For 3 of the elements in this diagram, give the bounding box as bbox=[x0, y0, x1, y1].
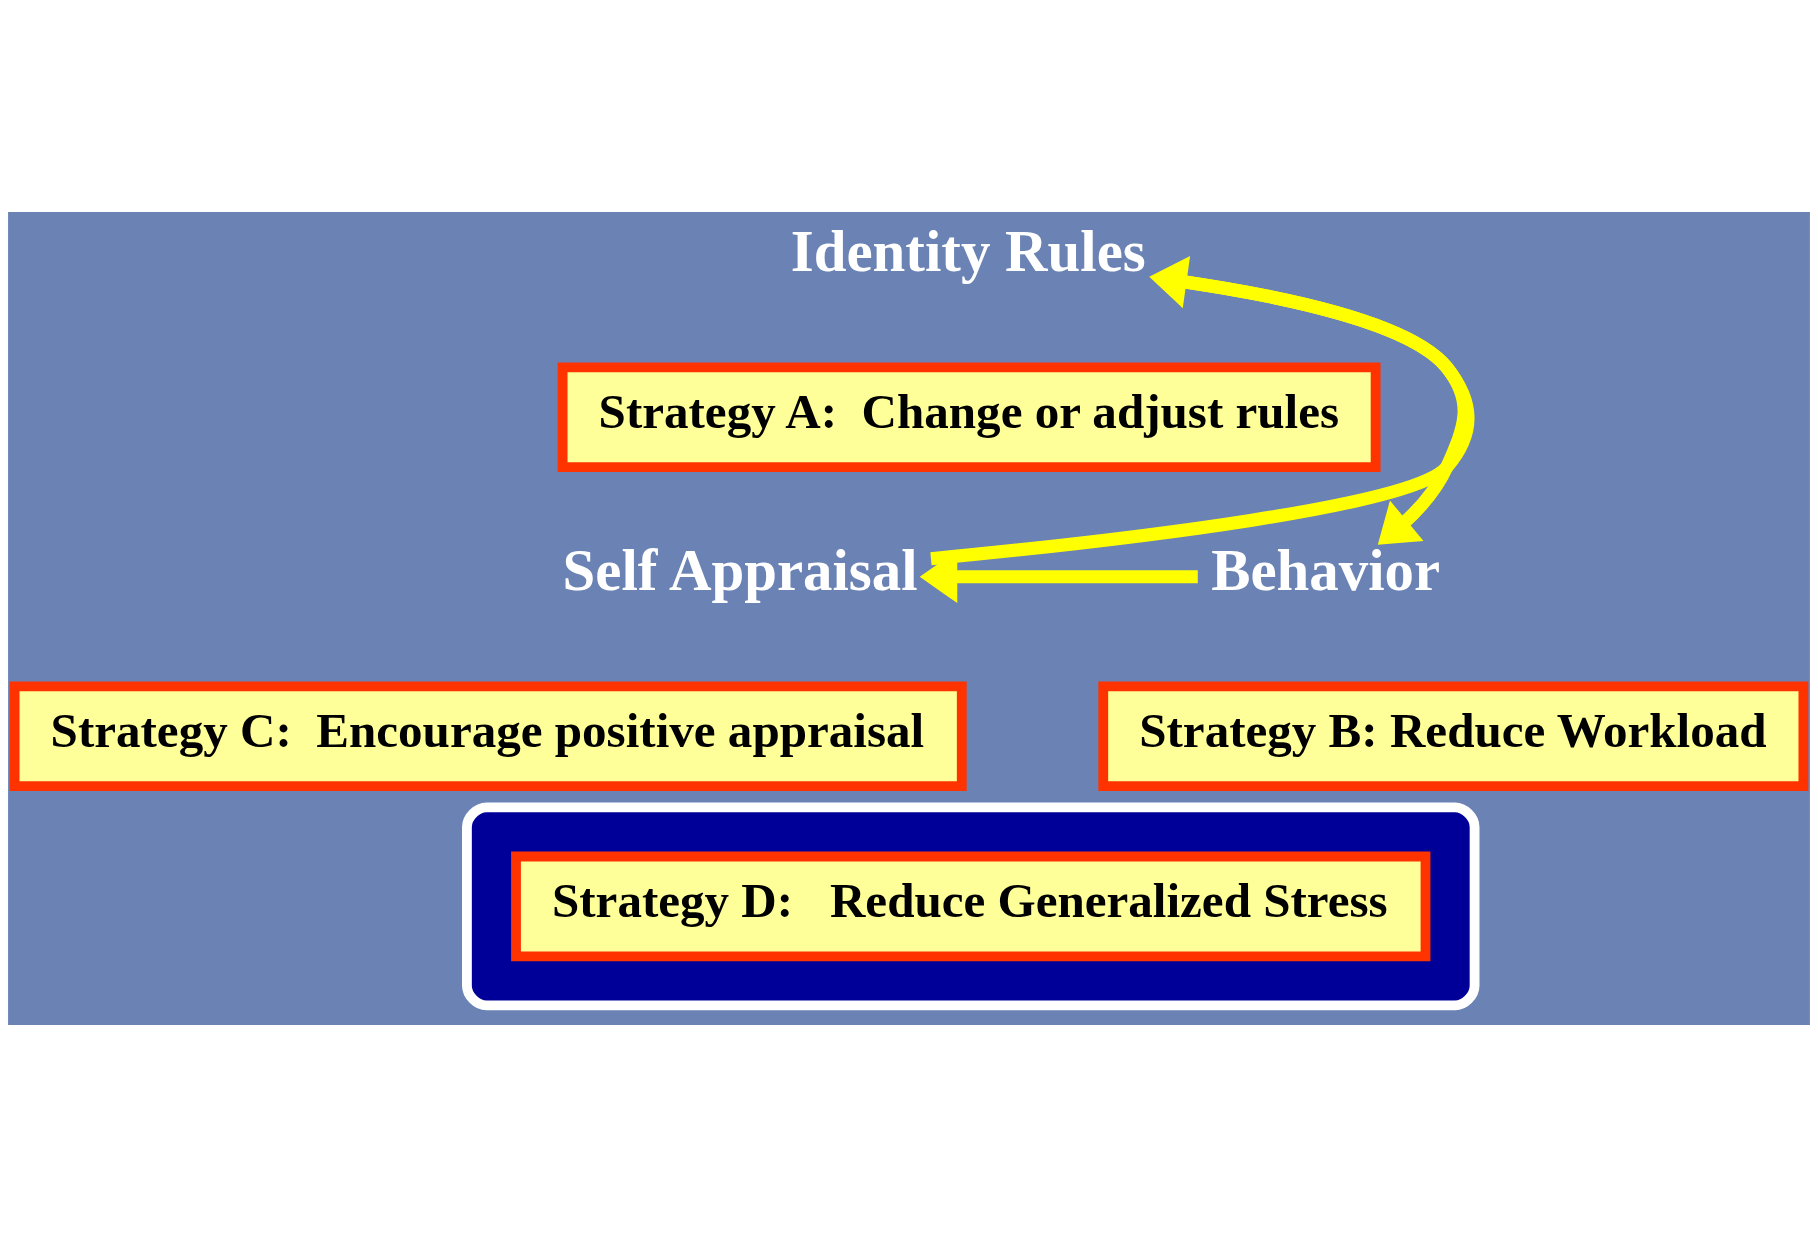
node-text: Self Appraisal bbox=[562, 537, 918, 603]
node-text: Behavior bbox=[1211, 537, 1441, 603]
node-text: Identity Rules bbox=[790, 218, 1146, 284]
